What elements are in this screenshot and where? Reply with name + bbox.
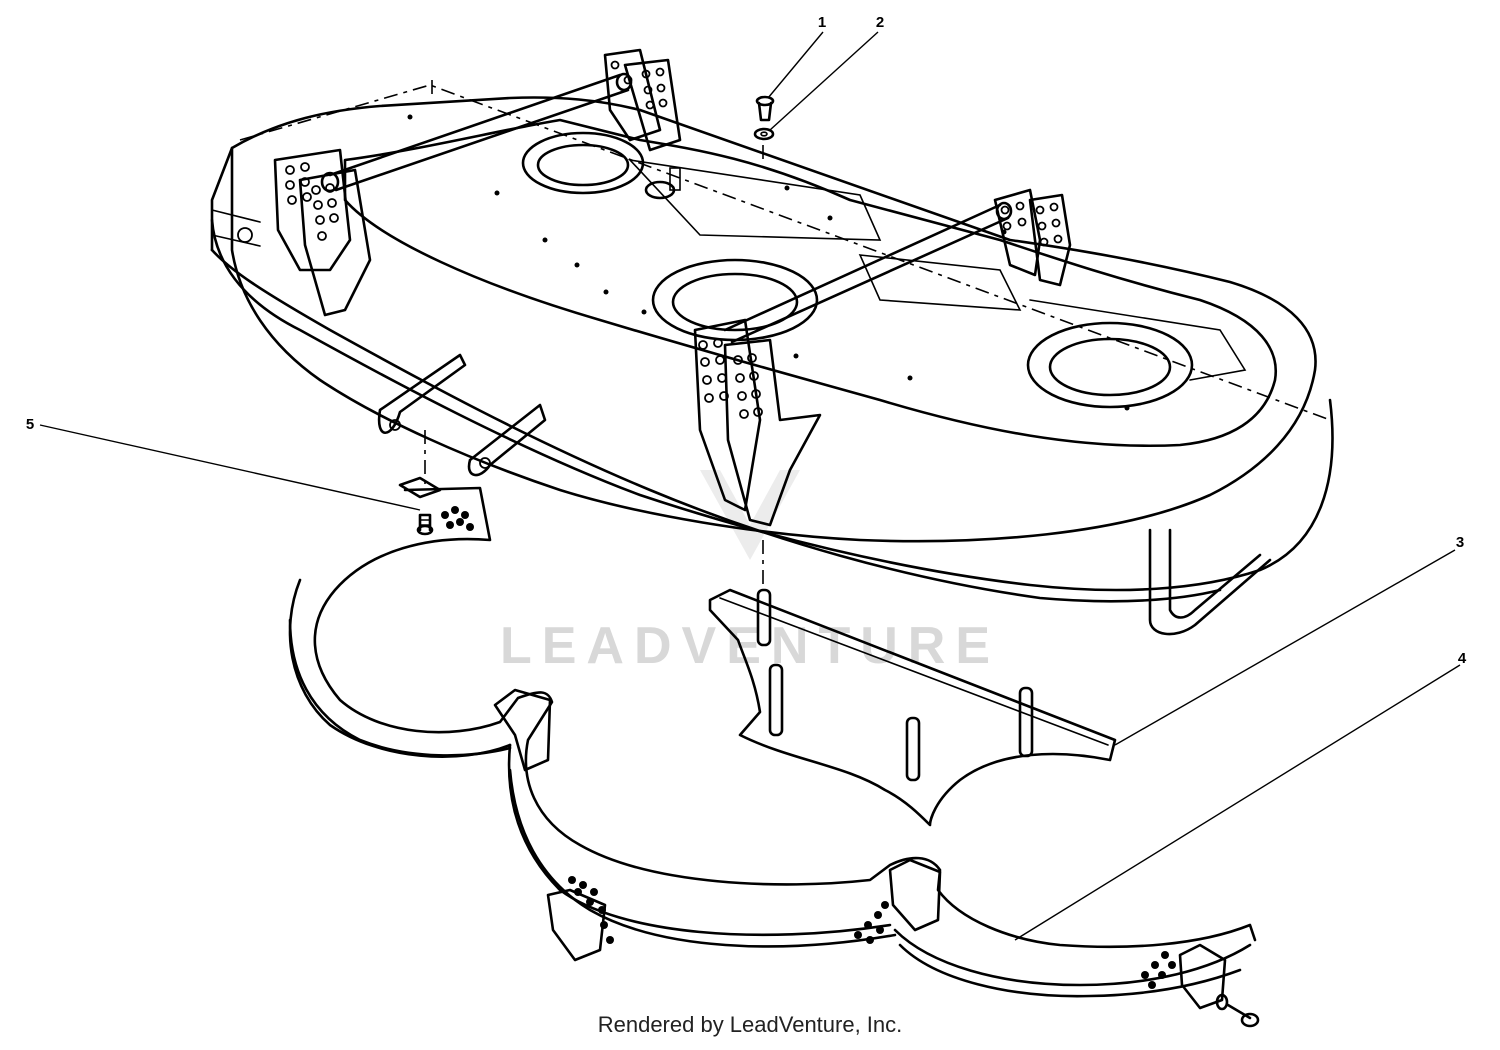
callout-2: 2 [876,14,884,31]
callout-4: 4 [1458,650,1467,667]
bracket-hole-pattern [285,60,1063,419]
hanger-bracket-rear-left [603,48,682,152]
callout-5: 5 [26,416,34,433]
hanger-rod-front [723,201,1013,344]
hanger-rod-rear [320,72,633,193]
footer-credit: Rendered by LeadVenture, Inc. [597,1012,903,1037]
part-5-bolt [398,476,442,536]
skirt-perforations [441,506,1176,989]
callout-3: 3 [1456,534,1464,551]
callout-1: 1 [818,14,826,31]
part-2-washer [753,127,775,141]
deck-bolt-holes [407,114,1130,411]
part-4-deck-skirt [288,486,1260,1028]
part-3-baffle-plate [708,588,1117,827]
watermark-text: LEADVENTURE [500,617,1000,675]
watermark-logo-icon [700,470,800,560]
hanger-bracket-rear-right [993,188,1072,287]
part-1-carriage-bolt [755,95,775,122]
hanger-bracket-front-left [273,148,372,317]
callout-leaders [39,31,1461,941]
